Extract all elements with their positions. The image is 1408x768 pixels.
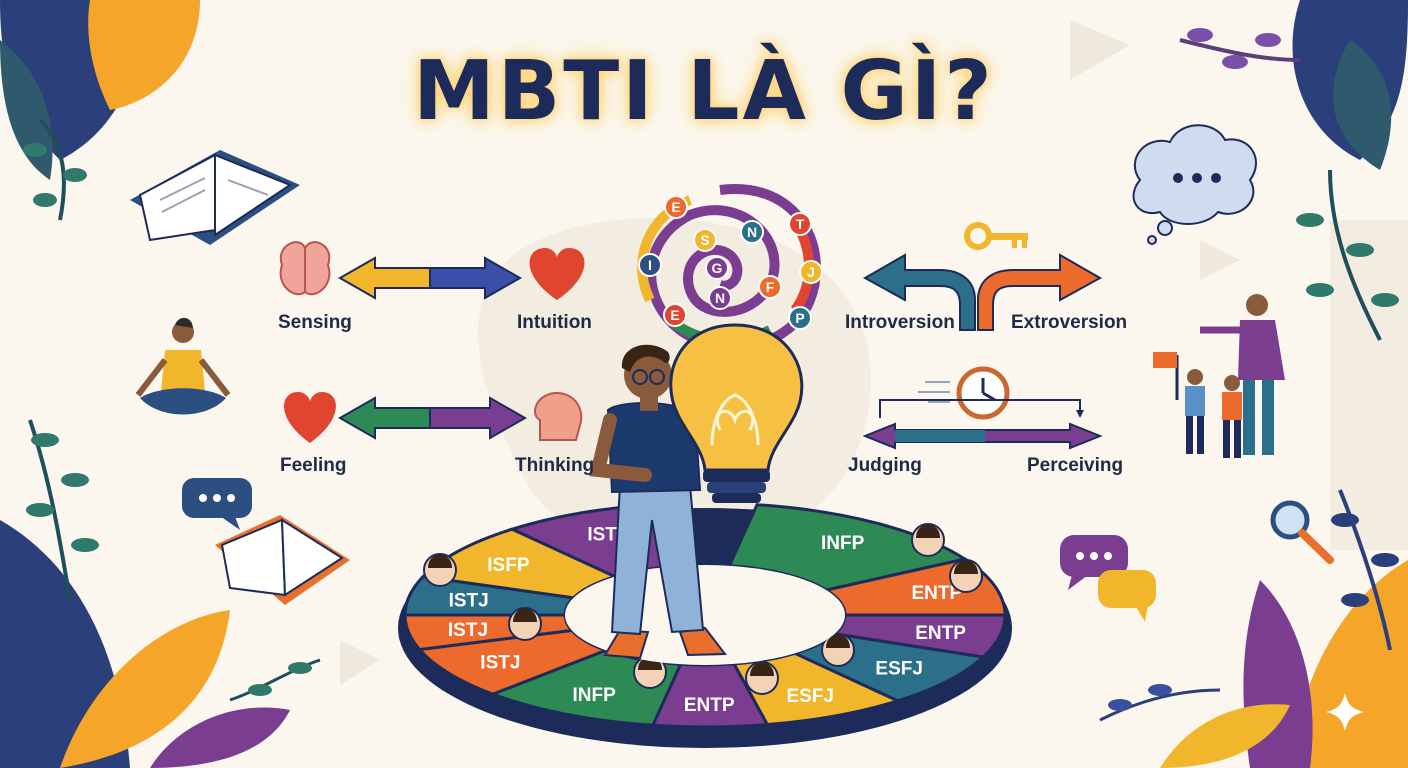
wheel-segment-label: INFP xyxy=(573,685,617,706)
label-thinking: Thinking xyxy=(515,455,595,476)
leader-with-children-icon xyxy=(1153,294,1285,458)
spiral-letter: G xyxy=(712,260,723,276)
avatar-hair xyxy=(826,634,850,648)
spiral-letter-node xyxy=(663,303,687,327)
label-perceiving: Perceiving xyxy=(1027,455,1124,476)
wheel-segment-label: INFP xyxy=(821,533,865,554)
leaves-bottom-left xyxy=(0,419,321,768)
wheel-segment-label: ESFJ xyxy=(875,658,923,679)
spiral-letter: E xyxy=(671,199,680,215)
label-intuition: Intuition xyxy=(517,312,592,333)
heart-icon-feeling xyxy=(284,392,336,443)
spiral-letter-node xyxy=(638,253,662,277)
leaves-bottom-right xyxy=(1099,489,1408,768)
spiral-letter-node xyxy=(788,212,812,236)
spiral-letter: E xyxy=(670,307,679,323)
wheel-segment-label: ENTP xyxy=(911,583,962,604)
magnifier-icon xyxy=(1270,500,1334,564)
spiral-letter-node xyxy=(705,256,729,280)
spiral-letter-node xyxy=(693,228,717,252)
sparkle-icon xyxy=(1326,693,1364,731)
spiral-letter-node xyxy=(740,220,764,244)
feeling-thinking-arrow xyxy=(337,396,528,440)
clock-icon xyxy=(918,366,1010,420)
spiral-letter: S xyxy=(700,232,709,248)
brain-icon xyxy=(279,241,331,295)
heart-icon xyxy=(529,248,585,300)
spiral-letter: N xyxy=(715,290,725,306)
open-book-icon xyxy=(130,150,300,245)
open-book-icon-small xyxy=(215,515,350,605)
spiral-letter-node xyxy=(758,275,782,299)
label-introversion: Introversion xyxy=(845,312,955,333)
avatar-hair xyxy=(954,560,978,574)
thought-bubble-icon xyxy=(1132,124,1257,245)
label-extroversion: Extroversion xyxy=(1011,312,1128,333)
label-sensing: Sensing xyxy=(278,312,352,333)
sensing-intuition-arrow xyxy=(337,256,523,300)
head-icon xyxy=(534,391,583,441)
key-icon xyxy=(964,222,1028,250)
lightbulb-icon xyxy=(669,323,804,503)
wheel-segment-label: ESFJ xyxy=(786,686,834,707)
spiral-letter-node xyxy=(664,195,688,219)
spiral-letter: F xyxy=(766,279,775,295)
spiral-letter: P xyxy=(795,310,804,326)
spiral-letter: J xyxy=(807,264,815,280)
judging-perceiving-arrow xyxy=(862,399,1103,450)
avatar-hair xyxy=(916,524,940,538)
spiral-letter-node xyxy=(708,286,732,310)
wheel-segment-label: ISTJ xyxy=(480,653,520,674)
avatar-hair xyxy=(513,608,537,622)
avatar-hair xyxy=(750,662,774,676)
wheel-segment-label: ISTJ xyxy=(449,591,489,612)
label-feeling: Feeling xyxy=(280,455,347,476)
meditating-person-icon xyxy=(135,317,231,415)
spiral-letter-node xyxy=(788,306,812,330)
spiral-letter: T xyxy=(796,216,805,232)
speech-bubble-icon-left xyxy=(182,478,252,530)
wheel-segment-label: ISTJ xyxy=(448,620,488,641)
spiral-letter-nodes: E S N T I G J N F E P xyxy=(638,195,823,330)
leaves-top-right xyxy=(1179,0,1408,341)
leaves-top-left xyxy=(0,0,200,221)
avatar-hair xyxy=(428,554,452,568)
wheel-segment-label: ISFP xyxy=(487,555,530,576)
wheel-segment-label: ENTP xyxy=(915,623,966,644)
spiral-letter-node xyxy=(799,260,823,284)
label-judging: Judging xyxy=(848,455,922,476)
spiral-letter: I xyxy=(648,257,652,273)
wheel-segment-label: ENTP xyxy=(684,695,735,716)
introversion-extroversion-arrow xyxy=(862,253,1103,331)
speech-bubble-icon-right xyxy=(1060,535,1156,622)
spiral-letter: N xyxy=(747,224,757,240)
page-title: MBTI LÀ GÌ? xyxy=(413,44,995,139)
